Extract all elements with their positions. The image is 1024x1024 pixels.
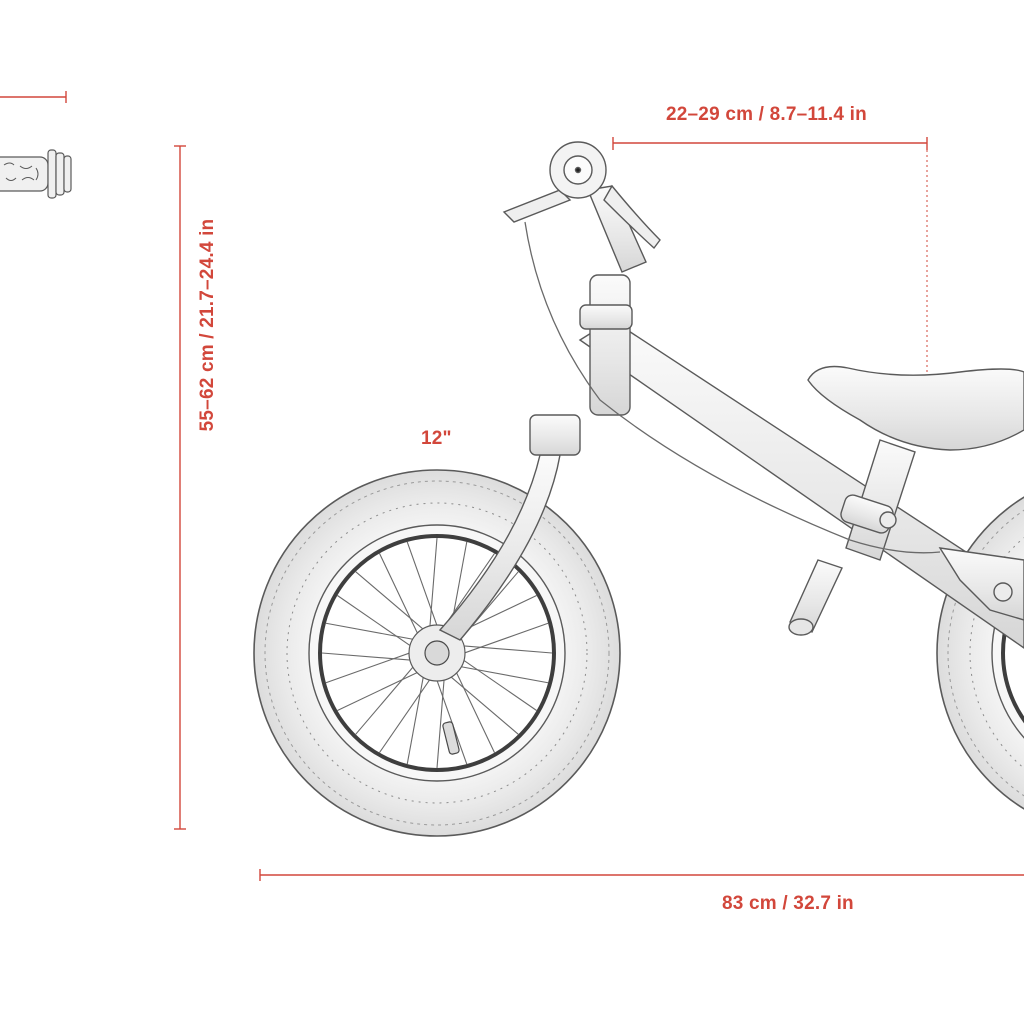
spoke [325, 650, 416, 684]
spoke [406, 670, 425, 765]
spoke [406, 541, 440, 632]
spoke [379, 553, 421, 640]
spoke [355, 571, 429, 634]
bike-frame [578, 319, 1024, 649]
dimension-lines [0, 91, 1024, 881]
valve-stem [442, 721, 460, 755]
spoke [379, 674, 434, 753]
spoke [458, 656, 537, 711]
spoke [457, 644, 553, 654]
spoke [428, 537, 438, 633]
fork [438, 274, 633, 641]
wheel-size-label: 12" [421, 428, 452, 449]
spoke [355, 661, 418, 735]
front-wheel-spokes [321, 537, 553, 769]
spoke [325, 622, 420, 641]
spoke [321, 652, 417, 662]
brake-lever [502, 189, 572, 223]
spoke [454, 665, 549, 684]
reach-dimension-label: 22–29 cm / 8.7–11.4 in [666, 104, 867, 125]
brake-cable [524, 221, 941, 554]
handlebar [502, 141, 661, 273]
spoke [453, 666, 495, 753]
seat [807, 365, 1024, 451]
length-dimension-label: 83 cm / 32.7 in [722, 893, 854, 914]
spoke [337, 595, 416, 650]
handlebar-grip [0, 149, 72, 199]
rear-wheel [936, 496, 1024, 810]
spoke [337, 669, 424, 711]
spoke [458, 622, 549, 656]
spoke [436, 673, 446, 769]
height-dimension-label: 55–62 cm / 21.7–24.4 in [197, 218, 218, 432]
spoke [434, 674, 468, 765]
spoke [445, 672, 519, 735]
front-wheel [253, 469, 621, 837]
